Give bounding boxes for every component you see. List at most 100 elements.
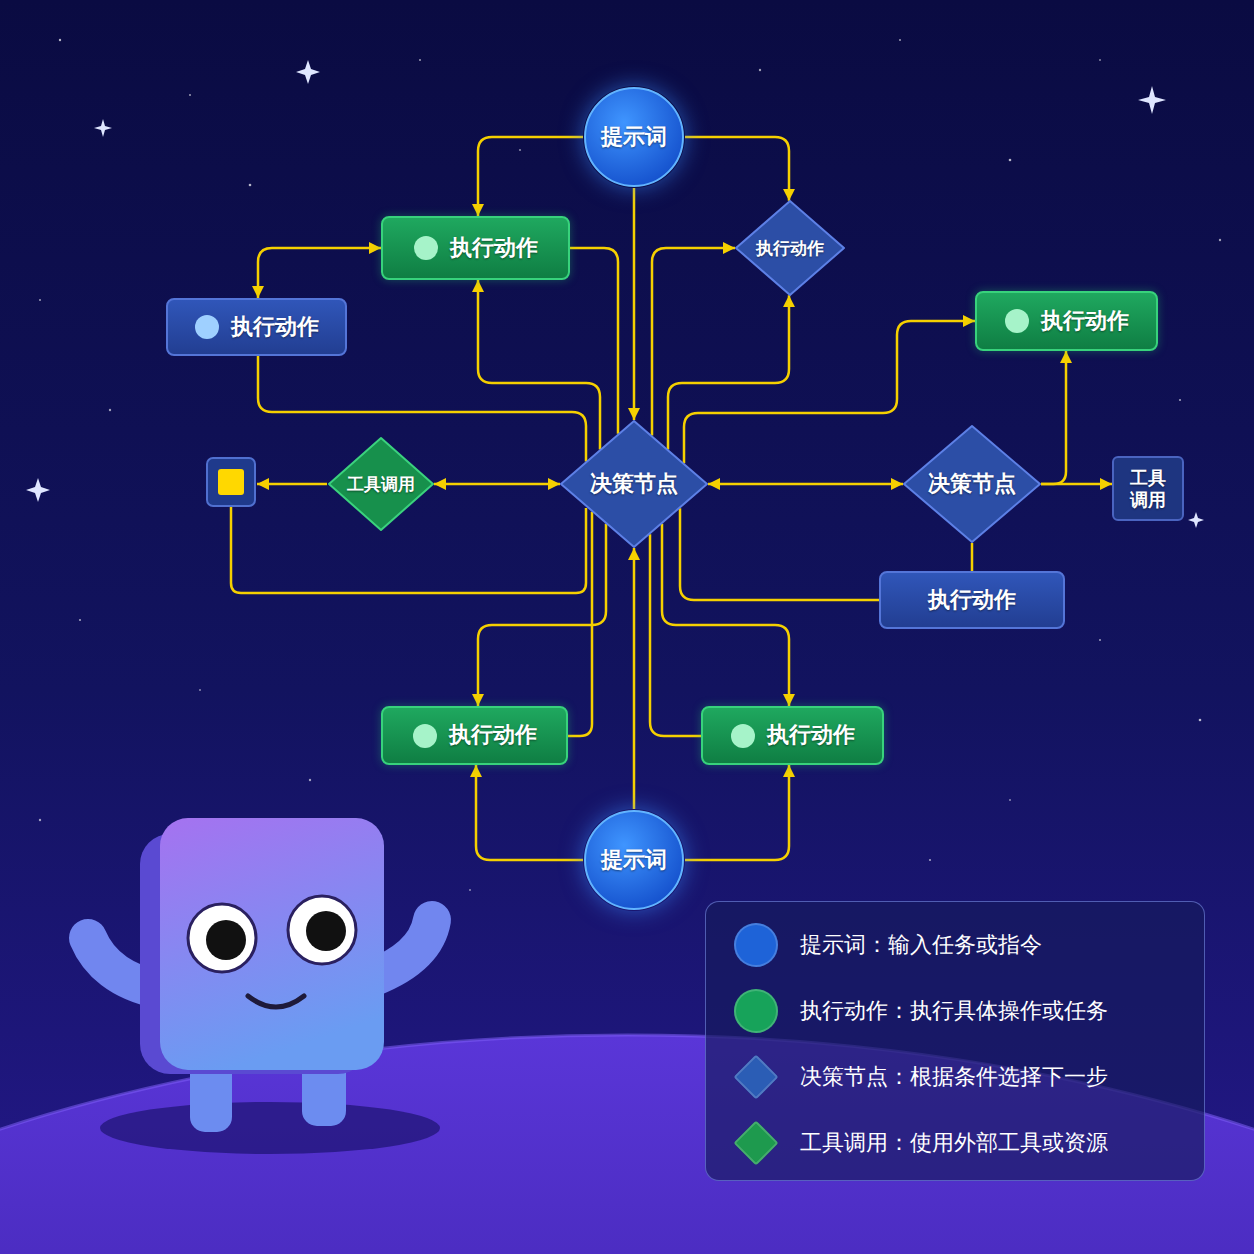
- legend-text: 提示词：输入任务或指令: [800, 930, 1042, 960]
- prompt-circle: 提示词: [583, 86, 685, 188]
- mascot-body: [160, 818, 384, 1070]
- star: [309, 779, 311, 781]
- decision-diamond: 决策节点: [903, 425, 1041, 543]
- star: [1009, 159, 1012, 162]
- node-text-group: 提示词: [601, 847, 667, 873]
- connector: [680, 508, 879, 600]
- connector: [650, 534, 701, 736]
- tool-box: 工具 调用: [1112, 456, 1184, 521]
- node-text-group: 决策节点: [590, 471, 678, 497]
- node-label: 决策节点: [590, 471, 678, 497]
- node-content: 执行动作: [383, 708, 566, 763]
- node-content: 工具调用: [328, 437, 434, 531]
- decision-diamond: 执行动作: [735, 200, 845, 296]
- connector: [633, 548, 636, 809]
- mascot-mouth: [248, 996, 304, 1007]
- node-content: 执行动作: [703, 708, 882, 763]
- sparkle: [1188, 512, 1204, 528]
- status-dot: [195, 315, 219, 339]
- node-label: 决策节点: [928, 471, 1016, 497]
- node-label: 工具 调用: [1120, 467, 1176, 510]
- status-dot: [731, 724, 755, 748]
- legend-swatch: [734, 923, 778, 967]
- connector: [685, 765, 789, 860]
- star: [759, 69, 761, 71]
- star: [1099, 59, 1101, 61]
- star: [1099, 639, 1101, 641]
- node-text-group: 决策节点: [928, 471, 1016, 497]
- circle-outline: [585, 88, 683, 186]
- connector: [668, 295, 789, 449]
- connector: [476, 765, 583, 860]
- action-box: 执行动作: [879, 571, 1065, 629]
- connector: [258, 356, 586, 462]
- connector: [652, 248, 735, 436]
- terminal-square: [207, 458, 255, 506]
- sparkle: [296, 60, 320, 84]
- action-box: 执行动作: [381, 216, 570, 280]
- connector: [434, 483, 560, 486]
- connector: [708, 483, 903, 486]
- tool-diamond: 工具调用: [328, 437, 434, 531]
- connector: [478, 280, 600, 449]
- node-content: 决策节点: [560, 420, 708, 548]
- node-text-group: 工具调用: [347, 474, 415, 494]
- side-wires: [207, 458, 586, 593]
- connector: [662, 524, 789, 706]
- status-dot: [1005, 309, 1029, 333]
- status-dot: [413, 724, 437, 748]
- node-text-group: 执行动作: [756, 238, 824, 258]
- star: [1219, 239, 1221, 241]
- legend-swatch: [734, 989, 778, 1033]
- legend-row: 提示词：输入任务或指令: [734, 922, 1194, 968]
- node-text-group: 执行动作: [928, 587, 1016, 613]
- star: [419, 59, 421, 61]
- node-text-group: 执行动作: [767, 722, 855, 748]
- node-text-group: 执行动作: [1041, 308, 1129, 334]
- stars: [39, 39, 1221, 891]
- node-content: 执行动作: [735, 200, 845, 296]
- connector: [684, 321, 975, 463]
- star: [249, 184, 252, 187]
- legend-row: 决策节点：根据条件选择下一步: [734, 1054, 1194, 1100]
- star: [109, 409, 111, 411]
- connector: [570, 248, 618, 434]
- node-text-group: 工具 调用: [1120, 467, 1176, 510]
- node-label: 执行动作: [231, 314, 319, 340]
- legend-panel: 提示词：输入任务或指令执行动作：执行具体操作或任务决策节点：根据条件选择下一步工…: [705, 901, 1205, 1181]
- node-label: 执行动作: [1041, 308, 1129, 334]
- node-content: 执行动作: [168, 300, 345, 354]
- node-content: 执行动作: [977, 293, 1156, 349]
- mascot-eye: [188, 904, 256, 972]
- connector: [1041, 483, 1112, 486]
- star: [39, 299, 41, 301]
- connector: [478, 137, 583, 216]
- node-text-group: 执行动作: [231, 314, 319, 340]
- star: [59, 39, 61, 41]
- sparkle: [94, 119, 112, 137]
- action-box: 执行动作: [381, 706, 568, 765]
- sparkle: [1138, 86, 1166, 114]
- star: [1199, 719, 1202, 722]
- action-box: 执行动作: [975, 291, 1158, 351]
- star: [899, 39, 901, 41]
- star: [79, 619, 81, 621]
- action-box: 执行动作: [701, 706, 884, 765]
- node-text-group: 执行动作: [450, 235, 538, 261]
- connector: [258, 248, 381, 298]
- diamond-outline: [736, 201, 844, 295]
- decision-diamond: 决策节点: [560, 420, 708, 548]
- star: [1009, 799, 1011, 801]
- connector: [633, 188, 636, 420]
- wire-arrow: [257, 483, 327, 486]
- legend-text: 工具调用：使用外部工具或资源: [800, 1128, 1108, 1158]
- connector: [478, 524, 606, 706]
- star: [199, 689, 201, 691]
- wire: [231, 506, 586, 593]
- mascot: [88, 818, 440, 1154]
- node-label: 执行动作: [767, 722, 855, 748]
- node-content: 执行动作: [383, 218, 568, 278]
- node-label: 提示词: [601, 847, 667, 873]
- diamond-outline: [329, 438, 433, 530]
